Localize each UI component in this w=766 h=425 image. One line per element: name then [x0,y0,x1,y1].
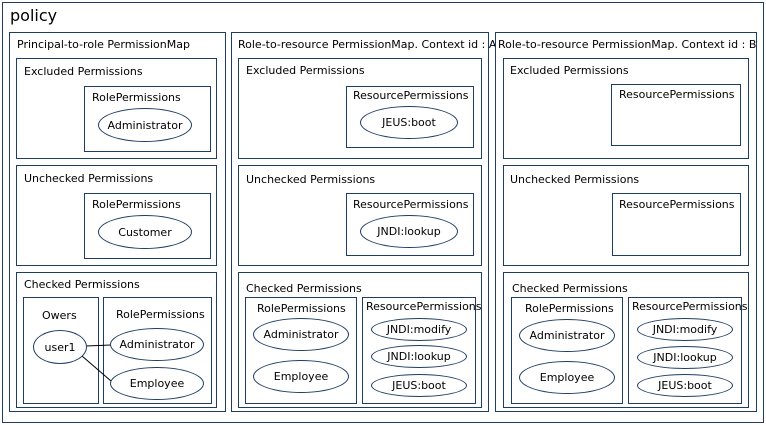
resource-permissions-label: ResourcePermissions [632,300,748,313]
role-employee: Employee [519,361,615,394]
unchecked-permissions-label: Unchecked Permissions [246,173,376,186]
policy-title: policy [10,6,58,25]
role-permissions-label: RolePermissions [116,308,205,321]
resource-jndi-modify: JNDI:modify [371,318,467,341]
resource-jndi-lookup: JNDI:lookup [371,345,467,368]
resource-permissions-label: ResourcePermissions [366,300,482,313]
column-title: Role-to-resource PermissionMap. Context … [498,38,757,51]
unchecked-permissions-label: Unchecked Permissions [510,173,640,186]
resource-permissions-label: ResourcePermissions [353,89,469,102]
excluded-permissions-label: Excluded Permissions [24,65,143,78]
excluded-permissions-label: Excluded Permissions [246,64,365,77]
role-administrator: Administrator [519,319,615,352]
role-administrator: Administrator [253,318,349,351]
resource-permissions-label: ResourcePermissions [619,88,735,101]
checked-permissions-label: Checked Permissions [24,278,140,291]
checked-permissions-label: Checked Permissions [512,282,628,295]
resource-jeus-boot: JEUS:boot [637,374,733,397]
column-title: Principal-to-role PermissionMap [17,38,190,51]
role-permissions-label: RolePermissions [525,302,614,315]
resource-permissions-box [611,84,741,146]
unchecked-permissions-label: Unchecked Permissions [24,172,154,185]
role-employee: Employee [110,367,204,400]
resource-jeus-boot: JEUS:boot [371,374,467,397]
excluded-permissions-label: Excluded Permissions [510,64,629,77]
resource-jeus-boot: JEUS:boot [360,106,458,139]
checked-permissions-label: Checked Permissions [246,282,362,295]
role-permissions-label: RolePermissions [257,302,346,315]
resource-permissions-label: ResourcePermissions [353,198,469,211]
resource-permissions-box [612,193,741,256]
resource-permissions-label: ResourcePermissions [619,198,735,211]
role-permissions-label: RolePermissions [92,91,181,104]
role-customer: Customer [98,215,192,249]
role-permissions-label: RolePermissions [92,198,181,211]
owner-user1: user1 [33,330,87,364]
role-administrator: Administrator [98,108,192,142]
role-employee: Employee [253,360,349,393]
resource-jndi-modify: JNDI:modify [637,318,733,341]
column-title: Role-to-resource PermissionMap. Context … [238,38,497,51]
role-administrator: Administrator [110,328,204,361]
owners-label: Owers [42,309,77,322]
resource-jndi-lookup: JNDI:lookup [360,215,458,248]
resource-jndi-lookup: JNDI:lookup [637,346,733,369]
